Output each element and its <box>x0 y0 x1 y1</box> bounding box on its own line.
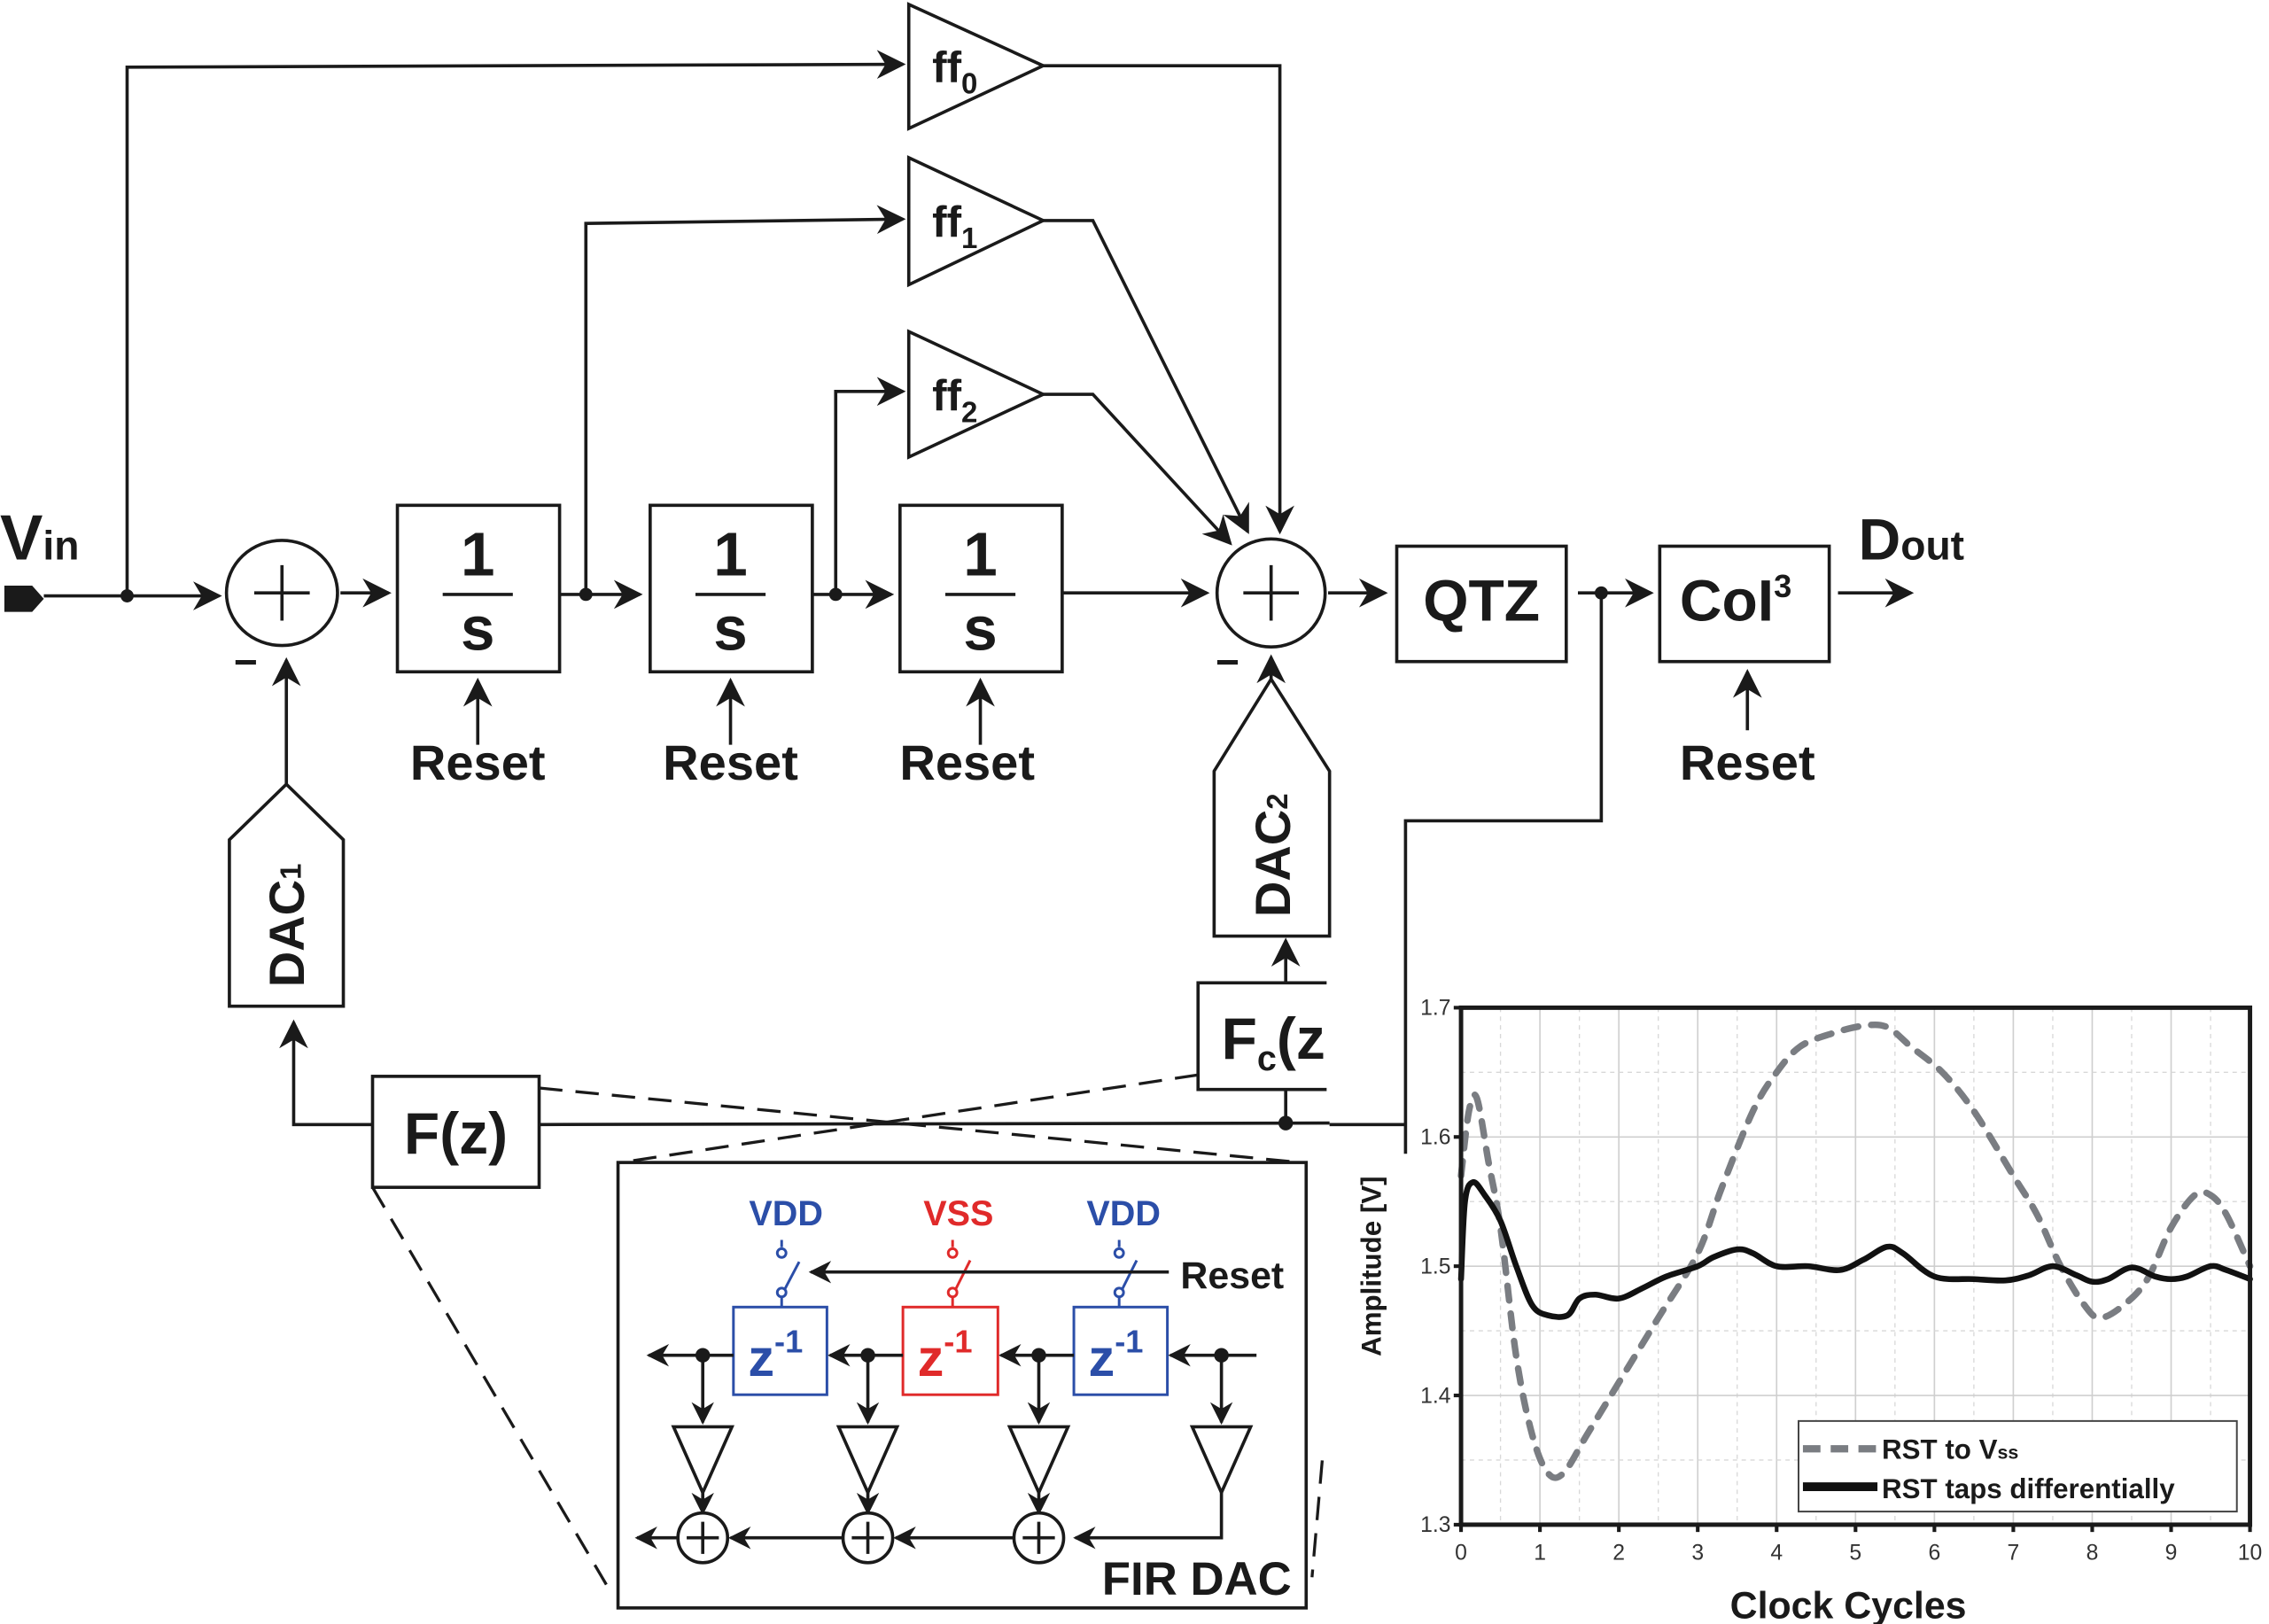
reset-switch-2 <box>946 1239 972 1308</box>
legend-label-rst-taps: RST taps differentially <box>1882 1473 2175 1504</box>
integrator-num: 1 <box>713 519 748 588</box>
ff2-gain: ff2 <box>906 329 1047 460</box>
fz-label: F(z) <box>404 1100 508 1166</box>
x-tick-label: 10 <box>2238 1541 2263 1565</box>
reset-switch-1 <box>775 1239 801 1308</box>
svg-text:z-1: z-1 <box>1089 1323 1144 1387</box>
qtz-to-fir-wire <box>1403 593 1604 1154</box>
fcz-block: Fc(z <box>1196 981 1327 1092</box>
series-line-rst-taps-differentially <box>1457 1179 2253 1320</box>
supply-label-vss: VSS <box>923 1194 993 1233</box>
y-tick-label: 1.5 <box>1420 1255 1450 1278</box>
ff2-wire <box>834 377 906 594</box>
reset-label-2: Reset <box>663 734 798 790</box>
reset-label-1: Reset <box>410 734 546 790</box>
y-tick-label: 1.4 <box>1420 1384 1451 1408</box>
x-tick-label: 4 <box>1770 1541 1783 1565</box>
y-axis-label: Amplitude [V] <box>1356 1176 1387 1356</box>
reset-label-3: Reset <box>899 734 1035 790</box>
ff0-out-wire <box>1043 64 1294 535</box>
ff1-wire <box>584 205 906 594</box>
input-summer <box>224 539 339 648</box>
integrator-3: 1 s <box>898 503 1064 674</box>
integrator-1: 1 s <box>395 503 562 674</box>
x-tick-label: 1 <box>1534 1541 1546 1565</box>
x-tick-label: 5 <box>1849 1541 1861 1565</box>
y-tick-label: 1.3 <box>1420 1513 1450 1537</box>
delay-chain <box>634 1344 1257 1565</box>
loop-summer <box>1215 537 1327 649</box>
x-axis-label: Clock Cycles <box>1730 1584 1967 1624</box>
x-tick-label: 6 <box>1928 1541 1940 1565</box>
junction-dot <box>1278 1115 1294 1131</box>
x-tick-label: 2 <box>1612 1541 1625 1565</box>
minus-sign-1: − <box>234 639 258 685</box>
fir-dac-inset: VDD VSS VDD Reset <box>616 1161 1309 1610</box>
ff0-gain: ff0 <box>906 2 1047 131</box>
quantizer-block: QTZ <box>1395 544 1568 664</box>
reset-switch-3 <box>1113 1239 1138 1308</box>
integrator-den: s <box>713 594 748 664</box>
svg-text:z-1: z-1 <box>918 1323 973 1387</box>
vin-label: Vin <box>0 501 79 573</box>
decimator-label: CoI3 <box>1680 568 1791 633</box>
decimator-block: CoI3 <box>1658 544 1831 664</box>
dac1-block: DAC1 <box>228 781 346 1008</box>
fz-block: F(z) <box>370 1075 541 1189</box>
delay-3: z-1 <box>1072 1305 1169 1396</box>
dac1-label: DAC1 <box>259 864 315 988</box>
fz-to-dac1-wire <box>279 1019 375 1127</box>
x-tick-label: 3 <box>1691 1541 1704 1565</box>
ff0-wire <box>125 50 906 596</box>
quantizer-label: QTZ <box>1423 568 1540 633</box>
delay-1: z-1 <box>732 1305 828 1396</box>
delay-2: z-1 <box>901 1305 999 1396</box>
supply-label-vdd-2: VDD <box>1086 1194 1161 1233</box>
fz-input-wire <box>539 1121 1330 1127</box>
ff1-out-wire <box>1043 219 1249 534</box>
dout-label: Dout <box>1859 506 1964 571</box>
input-terminal: Vin <box>0 501 79 612</box>
supply-label-vdd-1: VDD <box>749 1194 823 1233</box>
chart-ticks: 0 1 2 3 4 5 6 7 8 9 10 1.3 1.4 1.5 1.6 1.7 <box>1420 997 2262 1566</box>
ff2-out-wire <box>1043 392 1232 546</box>
dac2-label: DAC2 <box>1245 793 1301 917</box>
fir-reset-label: Reset <box>1180 1255 1284 1297</box>
ff1-gain: ff1 <box>906 155 1047 288</box>
fir-dac-title: FIR DAC <box>1102 1553 1292 1605</box>
y-tick-label: 1.7 <box>1420 997 1450 1021</box>
ff1-label: ff1 <box>932 198 977 254</box>
integrator-den: s <box>963 594 998 664</box>
minus-sign-2: − <box>1216 639 1239 685</box>
chart-series <box>1457 1021 2254 1481</box>
integrator-num: 1 <box>963 519 998 588</box>
y-tick-label: 1.6 <box>1420 1126 1450 1150</box>
dac2-block: DAC2 <box>1212 676 1332 938</box>
ff0-label: ff0 <box>932 43 977 99</box>
fir-callout-lines <box>371 1073 1325 1586</box>
x-tick-label: 8 <box>2086 1541 2099 1565</box>
x-tick-label: 9 <box>2165 1541 2178 1565</box>
x-tick-label: 7 <box>2008 1541 2020 1565</box>
legend-label-rst-vss: RST to Vss <box>1882 1434 2018 1465</box>
legend: RST to Vss RST taps differentially <box>1798 1419 2238 1513</box>
svg-text:z-1: z-1 <box>748 1323 803 1387</box>
ff2-label: ff2 <box>932 371 977 428</box>
integrator-den: s <box>461 594 495 664</box>
reset-label-decimator: Reset <box>1680 734 1815 790</box>
integrator-num: 1 <box>461 519 495 588</box>
series-line-rst-to-vss <box>1457 1021 2254 1481</box>
x-tick-label: 0 <box>1455 1541 1467 1565</box>
integrator-2: 1 s <box>649 503 814 674</box>
transient-chart: 0 1 2 3 4 5 6 7 8 9 10 1.3 1.4 1.5 1.6 1.7 Amplitude [V… <box>1356 997 2262 1624</box>
fcz-label: Fc(z <box>1222 1006 1325 1078</box>
